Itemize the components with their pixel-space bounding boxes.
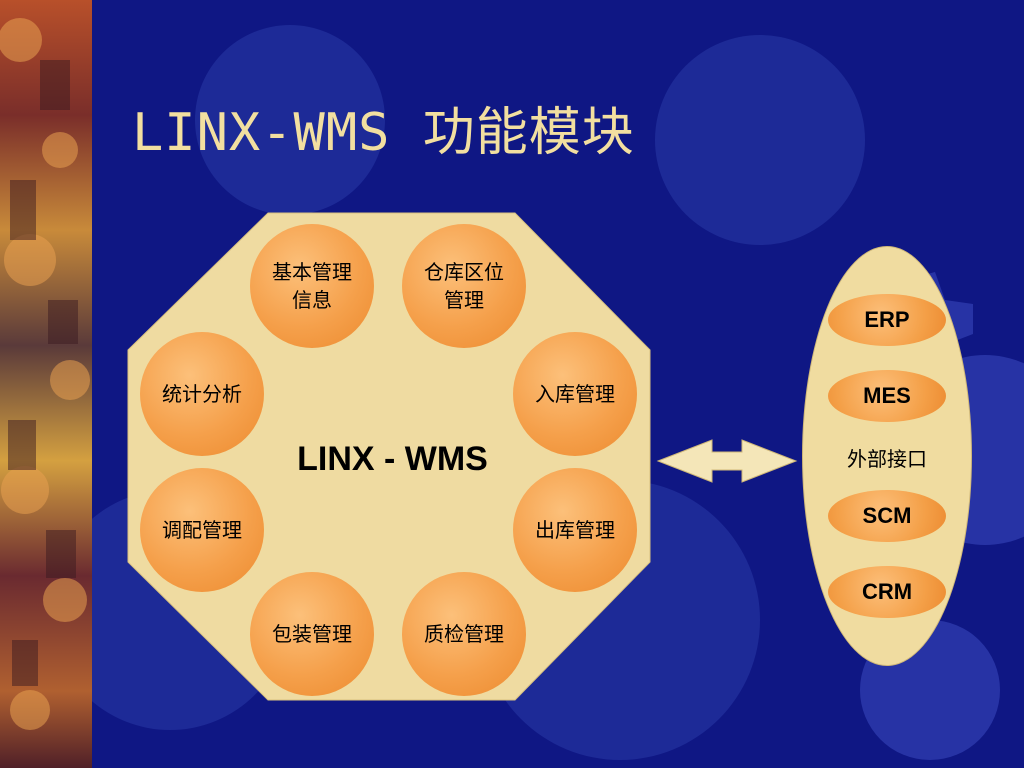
gear-icon xyxy=(195,25,385,215)
external-system-label: MES xyxy=(863,383,911,408)
module-label: 出库管理 xyxy=(535,518,615,542)
module-basic-info: 基本管理 信息 xyxy=(250,224,374,348)
double-arrow-icon xyxy=(656,439,798,483)
module-label: 仓库区位 管理 xyxy=(424,260,504,312)
wms-octagon xyxy=(127,212,651,701)
external-system-mes: MES xyxy=(828,370,946,422)
module-label: 基本管理 信息 xyxy=(272,260,352,312)
external-interface-label: 外部接口 xyxy=(847,447,927,471)
module-location: 仓库区位 管理 xyxy=(402,224,526,348)
external-system-erp: ERP xyxy=(828,294,946,346)
external-system-label: CRM xyxy=(861,579,913,604)
module-label: 包装管理 xyxy=(272,622,352,646)
module-label: 入库管理 xyxy=(535,382,615,406)
external-system-label: ERP xyxy=(864,307,910,332)
left-decorative-strip xyxy=(0,0,92,768)
core-system-label: LINX - WMS xyxy=(297,440,488,478)
module-statistics: 统计分析 xyxy=(140,332,264,456)
module-packaging: 包装管理 xyxy=(250,572,374,696)
external-system-label: SCM xyxy=(862,503,912,528)
module-inbound: 入库管理 xyxy=(513,332,637,456)
module-allocation: 调配管理 xyxy=(140,468,264,592)
module-label: 质检管理 xyxy=(424,622,504,646)
external-system-scm: SCM xyxy=(828,490,946,542)
gear-icon xyxy=(655,35,865,245)
module-label: 统计分析 xyxy=(162,382,242,406)
page-title: LINX-WMS 功能模块 xyxy=(132,103,635,163)
module-label: 调配管理 xyxy=(162,518,242,542)
module-quality: 质检管理 xyxy=(402,572,526,696)
external-system-crm: CRM xyxy=(828,566,946,618)
module-outbound: 出库管理 xyxy=(513,468,637,592)
